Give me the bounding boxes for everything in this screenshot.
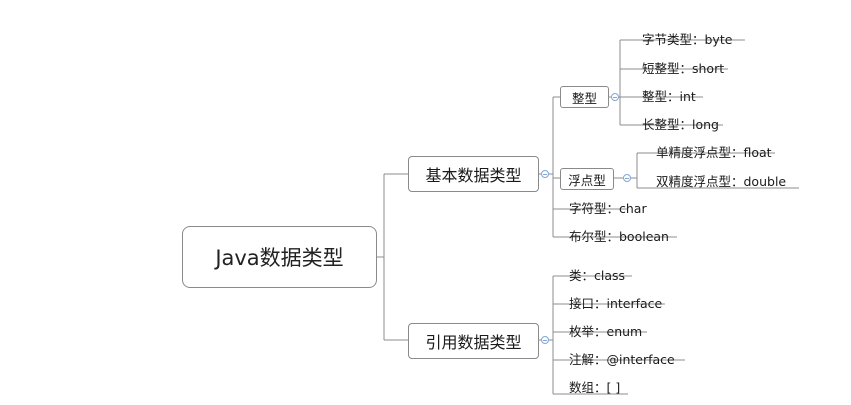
annotation-leaf[interactable]: 注解：@interface [569, 352, 675, 367]
class-leaf[interactable]: 类：class [569, 268, 626, 283]
short-leaf[interactable]: 短整型：short [642, 61, 725, 76]
root-label: Java数据类型 [215, 246, 344, 270]
double-leaf[interactable]: 双精度浮点型：double [656, 174, 787, 189]
integer-node[interactable]: 整型 [560, 86, 609, 108]
byte-leaf[interactable]: 字节类型：byte [642, 32, 733, 47]
collapse-toggle-reference[interactable] [541, 336, 549, 344]
boolean-leaf[interactable]: 布尔型：boolean [569, 229, 669, 244]
reference-types-label: 引用数据类型 [425, 333, 522, 352]
collapse-toggle-integer[interactable] [611, 93, 619, 101]
long-leaf[interactable]: 长整型：long [642, 117, 719, 132]
basic-types-label: 基本数据类型 [425, 166, 522, 185]
collapse-toggle-float[interactable] [623, 174, 631, 182]
float-single-leaf[interactable]: 单精度浮点型：float [656, 145, 772, 160]
root-node[interactable]: Java数据类型 [182, 226, 377, 288]
float-label: 浮点型 [568, 172, 606, 188]
array-leaf[interactable]: 数组：[ ] [569, 380, 621, 395]
basic-types-node[interactable]: 基本数据类型 [408, 156, 539, 192]
interface-leaf[interactable]: 接口：interface [569, 296, 663, 311]
reference-types-node[interactable]: 引用数据类型 [408, 323, 539, 359]
enum-leaf[interactable]: 枚举：enum [569, 324, 643, 339]
float-node[interactable]: 浮点型 [560, 168, 614, 190]
integer-label: 整型 [571, 90, 597, 106]
collapse-toggle-basic[interactable] [541, 170, 549, 178]
char-leaf[interactable]: 字符型：char [569, 201, 647, 216]
int-leaf[interactable]: 整型：int [642, 89, 696, 104]
